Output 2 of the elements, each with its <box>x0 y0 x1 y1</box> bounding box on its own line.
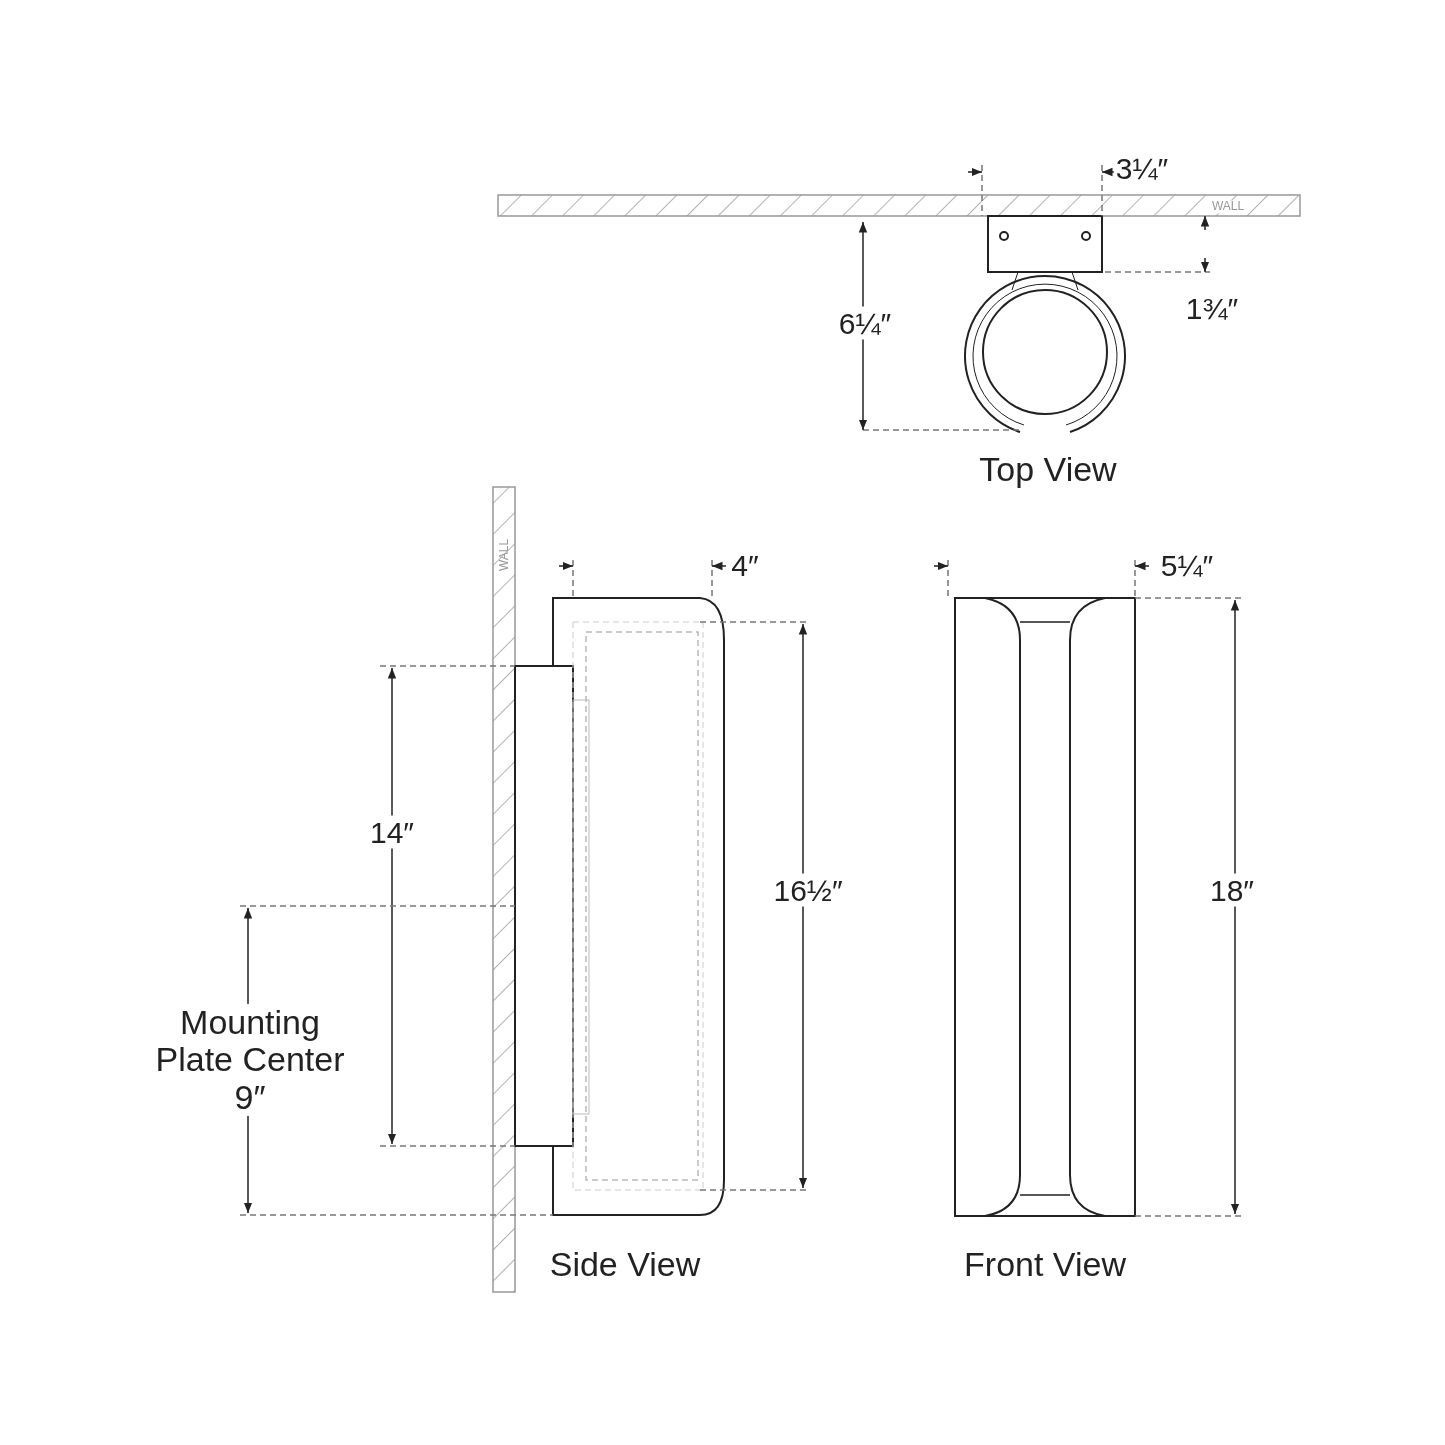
wall-label: WALL <box>1209 200 1247 214</box>
wall-label: WALL <box>498 537 512 574</box>
